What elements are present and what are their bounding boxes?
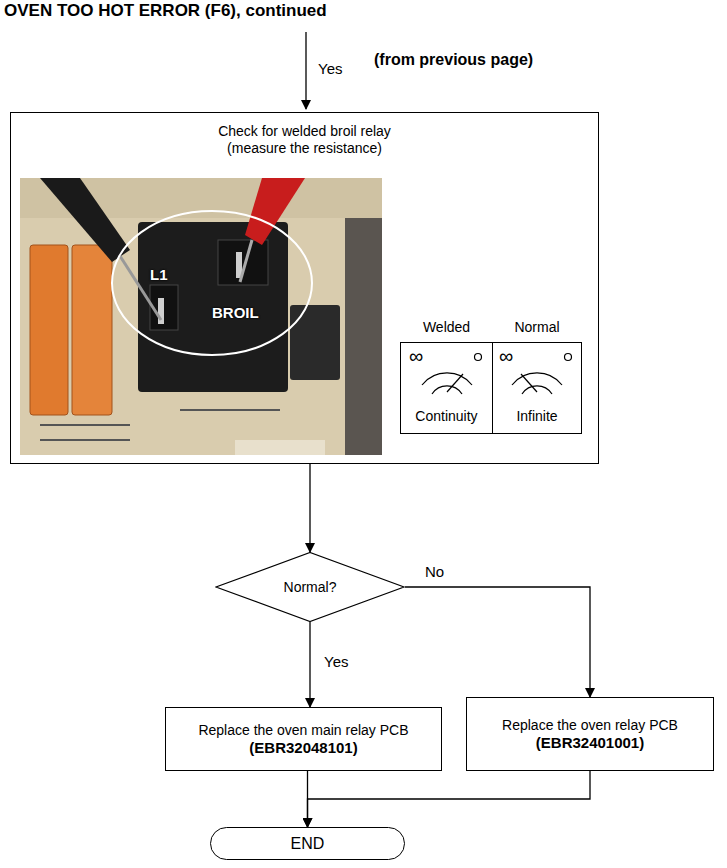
note-label: Yes bbox=[318, 60, 342, 77]
meter-icons bbox=[422, 354, 572, 395]
relay-board-photo bbox=[20, 178, 382, 455]
process-box: Replace the oven relay PCB(EBR32401001) bbox=[466, 697, 714, 771]
page-title: OVEN TOO HOT ERROR (F6), continued bbox=[4, 1, 327, 21]
process-box: Check for welded broil relay (measure th… bbox=[10, 112, 599, 464]
terminator: END bbox=[210, 827, 405, 860]
edge-label: No bbox=[423, 563, 446, 580]
decision-diamond: Normal? bbox=[215, 552, 405, 622]
node-text: Replace the oven relay PCB bbox=[502, 716, 678, 734]
part-number: (EBR32401001) bbox=[536, 734, 644, 752]
process-box: Replace the oven main relay PCB(EBR32048… bbox=[165, 707, 442, 771]
pin-label: L1 bbox=[150, 266, 168, 283]
flow-arrow bbox=[309, 464, 310, 552]
meter-symbol: ∞ bbox=[499, 346, 513, 366]
flow-arrow bbox=[405, 587, 590, 697]
note-label: (from previous page) bbox=[374, 51, 533, 69]
meter-reading: Continuity bbox=[401, 408, 492, 425]
flow-arrow bbox=[308, 771, 591, 827]
box-heading: Check for welded broil relay (measure th… bbox=[190, 123, 420, 157]
incoming-arrow bbox=[305, 32, 306, 109]
pin-label: BROIL bbox=[212, 304, 259, 321]
meter-reading: Infinite bbox=[493, 408, 581, 425]
node-text: Replace the oven main relay PCB bbox=[198, 721, 408, 739]
meter-heading: Normal bbox=[493, 319, 581, 336]
flow-arrow bbox=[309, 622, 310, 707]
node-text: Normal? bbox=[284, 578, 337, 596]
meter-symbol: ∞ bbox=[409, 346, 423, 366]
part-number: (EBR32048101) bbox=[249, 739, 357, 757]
meter-heading: Welded bbox=[401, 319, 492, 336]
node-text: END bbox=[291, 835, 325, 853]
edge-label: Yes bbox=[322, 653, 350, 670]
